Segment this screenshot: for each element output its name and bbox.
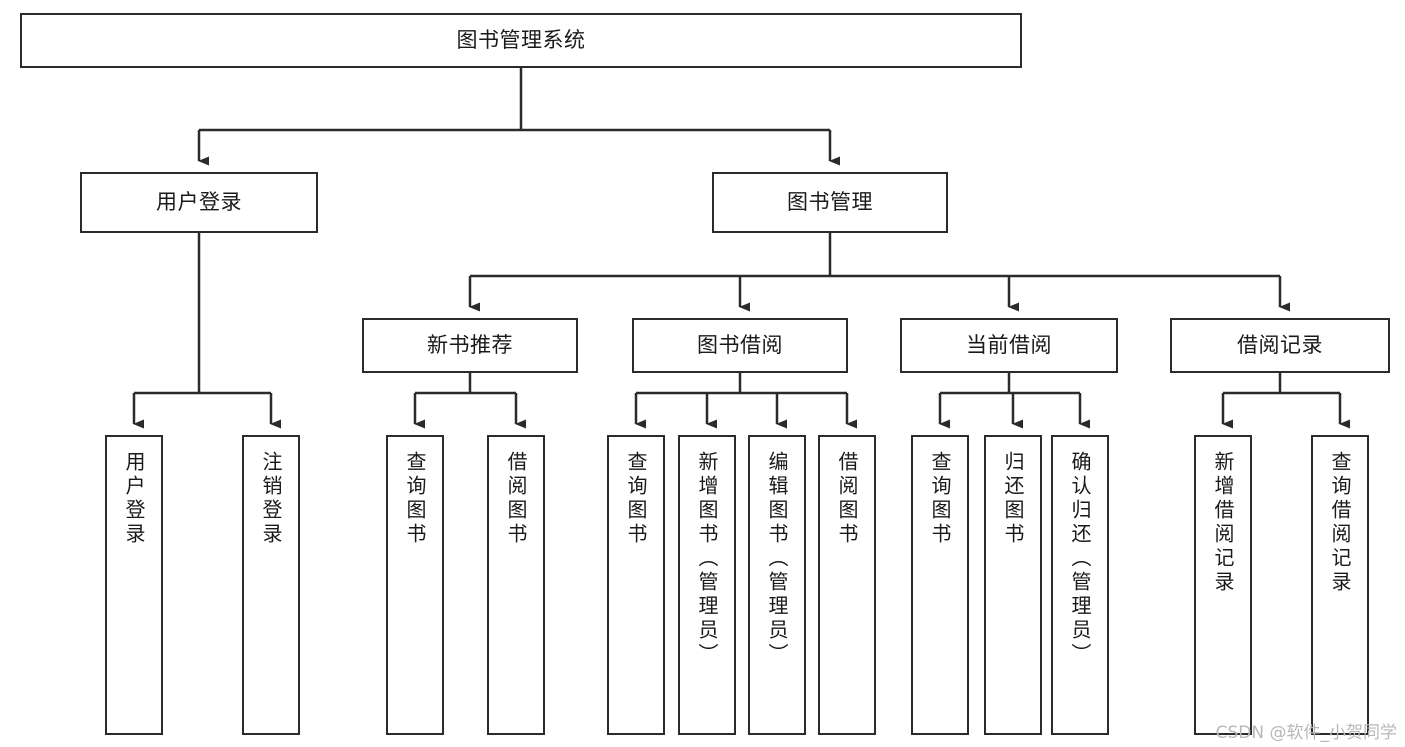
node-label: 查询图书 (403, 451, 427, 547)
node-label: 借阅记录 (1237, 333, 1323, 358)
node-label: 用户登录 (156, 190, 242, 215)
node-leaf-add-book-admin[interactable]: 新增图书（管理员） (678, 435, 736, 735)
node-label: 图书借阅 (697, 333, 783, 358)
node-leaf-edit-book-admin[interactable]: 编辑图书（管理员） (748, 435, 806, 735)
node-label: 借阅图书 (835, 451, 859, 547)
node-label: 查询借阅记录 (1328, 451, 1352, 595)
node-label: 用户登录 (122, 451, 146, 547)
node-label: 图书管理 (787, 190, 873, 215)
node-leaf-confirm-return-admin[interactable]: 确认归还（管理员） (1051, 435, 1109, 735)
node-label: 归还图书 (1001, 451, 1025, 547)
node-leaf-add-borrow-record[interactable]: 新增借阅记录 (1194, 435, 1252, 735)
node-book-borrow[interactable]: 图书借阅 (632, 318, 848, 373)
node-leaf-return-book[interactable]: 归还图书 (984, 435, 1042, 735)
node-leaf-user-login[interactable]: 用户登录 (105, 435, 163, 735)
node-leaf-query-book-current[interactable]: 查询图书 (911, 435, 969, 735)
node-leaf-query-book-recommend[interactable]: 查询图书 (386, 435, 444, 735)
node-label: 新增图书（管理员） (695, 451, 719, 667)
node-current-borrow[interactable]: 当前借阅 (900, 318, 1118, 373)
node-label: 新书推荐 (427, 333, 513, 358)
node-label: 新增借阅记录 (1211, 451, 1235, 595)
node-label: 编辑图书（管理员） (765, 451, 789, 667)
node-label: 确认归还（管理员） (1068, 451, 1092, 667)
node-book-management[interactable]: 图书管理 (712, 172, 948, 233)
node-label: 图书管理系统 (456, 28, 586, 53)
node-label: 当前借阅 (966, 333, 1052, 358)
node-user-login[interactable]: 用户登录 (80, 172, 318, 233)
node-leaf-logout[interactable]: 注销登录 (242, 435, 300, 735)
node-leaf-borrow-book-recommend[interactable]: 借阅图书 (487, 435, 545, 735)
csdn-watermark: CSDN @软件_小贺同学 (1215, 723, 1397, 743)
node-label: 查询图书 (928, 451, 952, 547)
node-label: 查询图书 (624, 451, 648, 547)
node-borrow-record[interactable]: 借阅记录 (1170, 318, 1390, 373)
node-leaf-borrow-book[interactable]: 借阅图书 (818, 435, 876, 735)
node-new-book-recommend[interactable]: 新书推荐 (362, 318, 578, 373)
node-label: 注销登录 (259, 451, 283, 547)
node-root-system[interactable]: 图书管理系统 (20, 13, 1022, 68)
node-leaf-query-book-borrow[interactable]: 查询图书 (607, 435, 665, 735)
node-leaf-query-borrow-record[interactable]: 查询借阅记录 (1311, 435, 1369, 735)
node-label: 借阅图书 (504, 451, 528, 547)
